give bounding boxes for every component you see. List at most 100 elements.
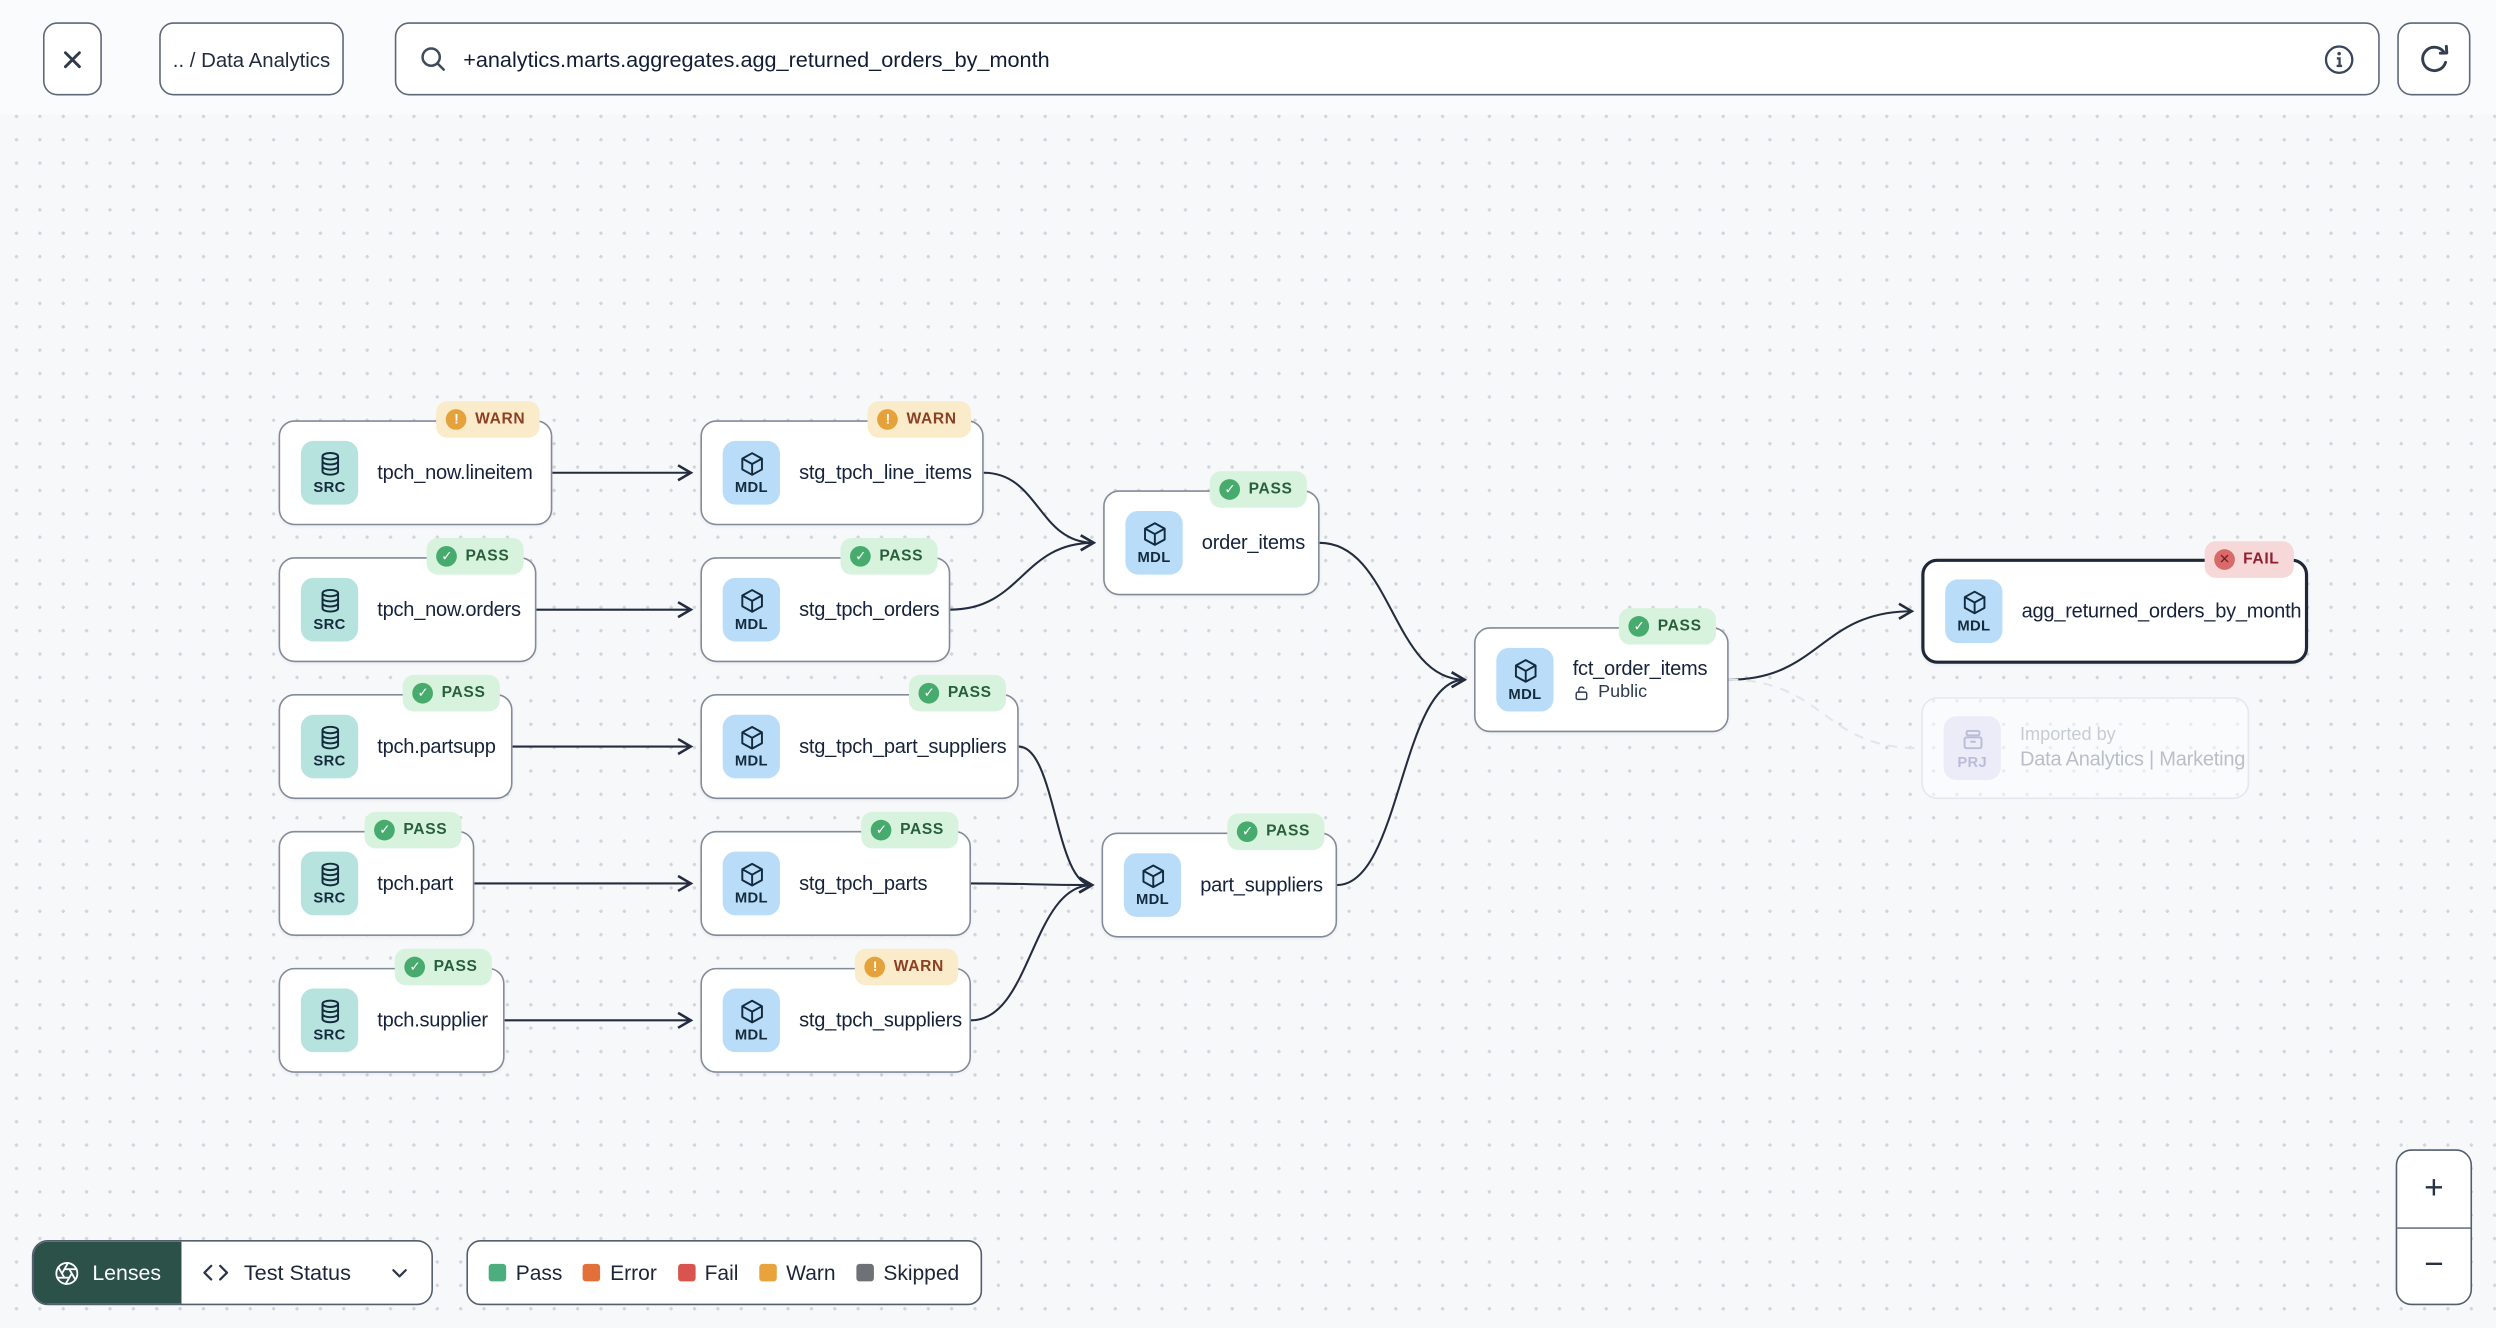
graph-node-stg_tpch_line_items[interactable]: !WARN MDL stg_tpch_line_items — [700, 401, 984, 526]
zoom-out-button[interactable]: − — [2424, 1246, 2444, 1284]
node-title: tpch_now.lineitem — [377, 461, 533, 484]
status-badge-label: PASS — [465, 547, 510, 566]
graph-node-stg_tpch_orders[interactable]: ✓PASS MDL stg_tpch_orders — [700, 538, 951, 663]
mdl-node-icon: MDL — [722, 714, 780, 779]
pass-status-icon: ✓ — [919, 682, 940, 704]
close-icon — [57, 44, 87, 74]
node-title: stg_tpch_orders — [799, 598, 940, 621]
node-subtitle: Imported by — [2019, 725, 2116, 745]
breadcrumb[interactable]: .. / Data Analytics — [159, 22, 344, 96]
lineage-edge — [1319, 541, 1467, 689]
node-access-row: Public — [1573, 683, 1707, 702]
status-badge-label: WARN — [475, 410, 526, 429]
node-title: tpch_now.orders — [377, 598, 521, 621]
node-body: tpch_now.lineitem — [377, 461, 533, 484]
legend-swatch — [677, 1263, 696, 1282]
status-badge: ✓PASS — [1227, 813, 1325, 851]
status-badge: ✓PASS — [861, 811, 959, 849]
node-type-label: MDL — [734, 1026, 768, 1043]
status-badge-label: PASS — [1657, 617, 1702, 636]
access-label: Public — [1598, 682, 1648, 702]
status-badge: ✕ FAIL — [2204, 541, 2294, 578]
legend-label: Pass — [515, 1260, 563, 1285]
status-badge-label: PASS — [900, 821, 944, 839]
lineage-edge — [970, 876, 1095, 894]
mdl-node-icon: MDL — [1125, 510, 1183, 575]
node-title: tpch.partsupp — [377, 735, 496, 758]
mdl-node-icon: MDL — [722, 988, 780, 1053]
legend-swatch — [488, 1263, 507, 1282]
node-title: stg_tpch_parts — [799, 872, 928, 895]
status-badge-label: WARN — [893, 958, 944, 976]
fail-status-icon: ✕ — [2214, 549, 2236, 570]
refresh-button[interactable] — [2397, 22, 2471, 96]
status-badge: ✓PASS — [841, 538, 938, 575]
mdl-node-icon: MDL — [722, 577, 780, 642]
status-badge-label: PASS — [403, 821, 448, 839]
graph-node-tpch_now.lineitem[interactable]: ! WARN SRC tpch_now.lineitem — [278, 401, 553, 526]
legend-label: Warn — [786, 1260, 836, 1285]
status-badge: ✓PASS — [909, 674, 1007, 712]
node-type-label: MDL — [734, 752, 768, 769]
search-input[interactable] — [463, 46, 2307, 71]
node-type-label: MDL — [734, 479, 768, 496]
legend-swatch — [856, 1263, 874, 1282]
mdl-node-icon: MDL — [722, 440, 780, 505]
node-title: order_items — [1201, 531, 1306, 554]
node-body: tpch_now.orders — [377, 598, 521, 621]
graph-node-stg_tpch_parts[interactable]: ✓PASS MDL stg_tpch_parts — [700, 811, 971, 936]
status-badge: ✓PASS — [1210, 471, 1307, 508]
close-button[interactable] — [42, 22, 102, 96]
node-body: tpch.supplier — [377, 1009, 488, 1031]
lineage-edge — [950, 534, 1097, 611]
status-badge-label: PASS — [1248, 480, 1293, 499]
warn-status-icon: ! — [865, 956, 886, 978]
status-badge: ✓PASS — [395, 948, 492, 986]
status-badge: ✓PASS — [1619, 608, 1716, 645]
node-type-label: MDL — [734, 889, 768, 906]
graph-node-order_items[interactable]: ✓PASS MDL order_items — [1103, 471, 1320, 596]
src-node-icon: SRC — [300, 440, 359, 505]
aperture-icon — [54, 1260, 79, 1285]
legend-label: Error — [610, 1260, 657, 1285]
lens-picker[interactable]: Test Status — [182, 1242, 432, 1304]
status-badge: !WARN — [868, 401, 971, 438]
status-badge-label: FAIL — [2243, 550, 2280, 569]
node-body: stg_tpch_orders — [799, 598, 940, 621]
status-badge-label: PASS — [879, 547, 924, 566]
src-node-icon: SRC — [300, 714, 359, 779]
status-badge-label: PASS — [433, 958, 478, 976]
warn-status-icon: ! — [446, 409, 468, 430]
node-type-label: PRJ — [1957, 754, 1988, 771]
node-body: tpch.part — [377, 872, 453, 894]
search-icon — [419, 45, 448, 74]
status-badge-label: PASS — [1266, 822, 1311, 841]
legend-item: Pass — [488, 1260, 563, 1285]
graph-node-tpch.supplier[interactable]: ✓PASS SRC tpch.supplier — [278, 948, 505, 1073]
node-body: stg_tpch_line_items — [799, 462, 972, 484]
lens-selected-label: Test Status — [243, 1260, 351, 1285]
legend-item: Warn — [759, 1260, 836, 1285]
node-type-label: SRC — [313, 479, 346, 496]
graph-node-stg_tpch_part_suppliers[interactable]: ✓PASS MDL stg_tpch_part_suppliers — [700, 674, 1019, 800]
lineage-edge — [1337, 671, 1467, 887]
mdl-node-icon: MDL — [1123, 853, 1182, 917]
zoom-in-button[interactable]: + — [2397, 1151, 2471, 1229]
info-icon[interactable] — [2322, 42, 2355, 75]
lineage-edge — [970, 876, 1095, 1022]
node-body: stg_tpch_part_suppliers — [799, 735, 1007, 757]
lenses-button[interactable]: Lenses — [33, 1241, 182, 1304]
node-type-label: SRC — [313, 1026, 346, 1043]
code-icon — [202, 1259, 229, 1286]
